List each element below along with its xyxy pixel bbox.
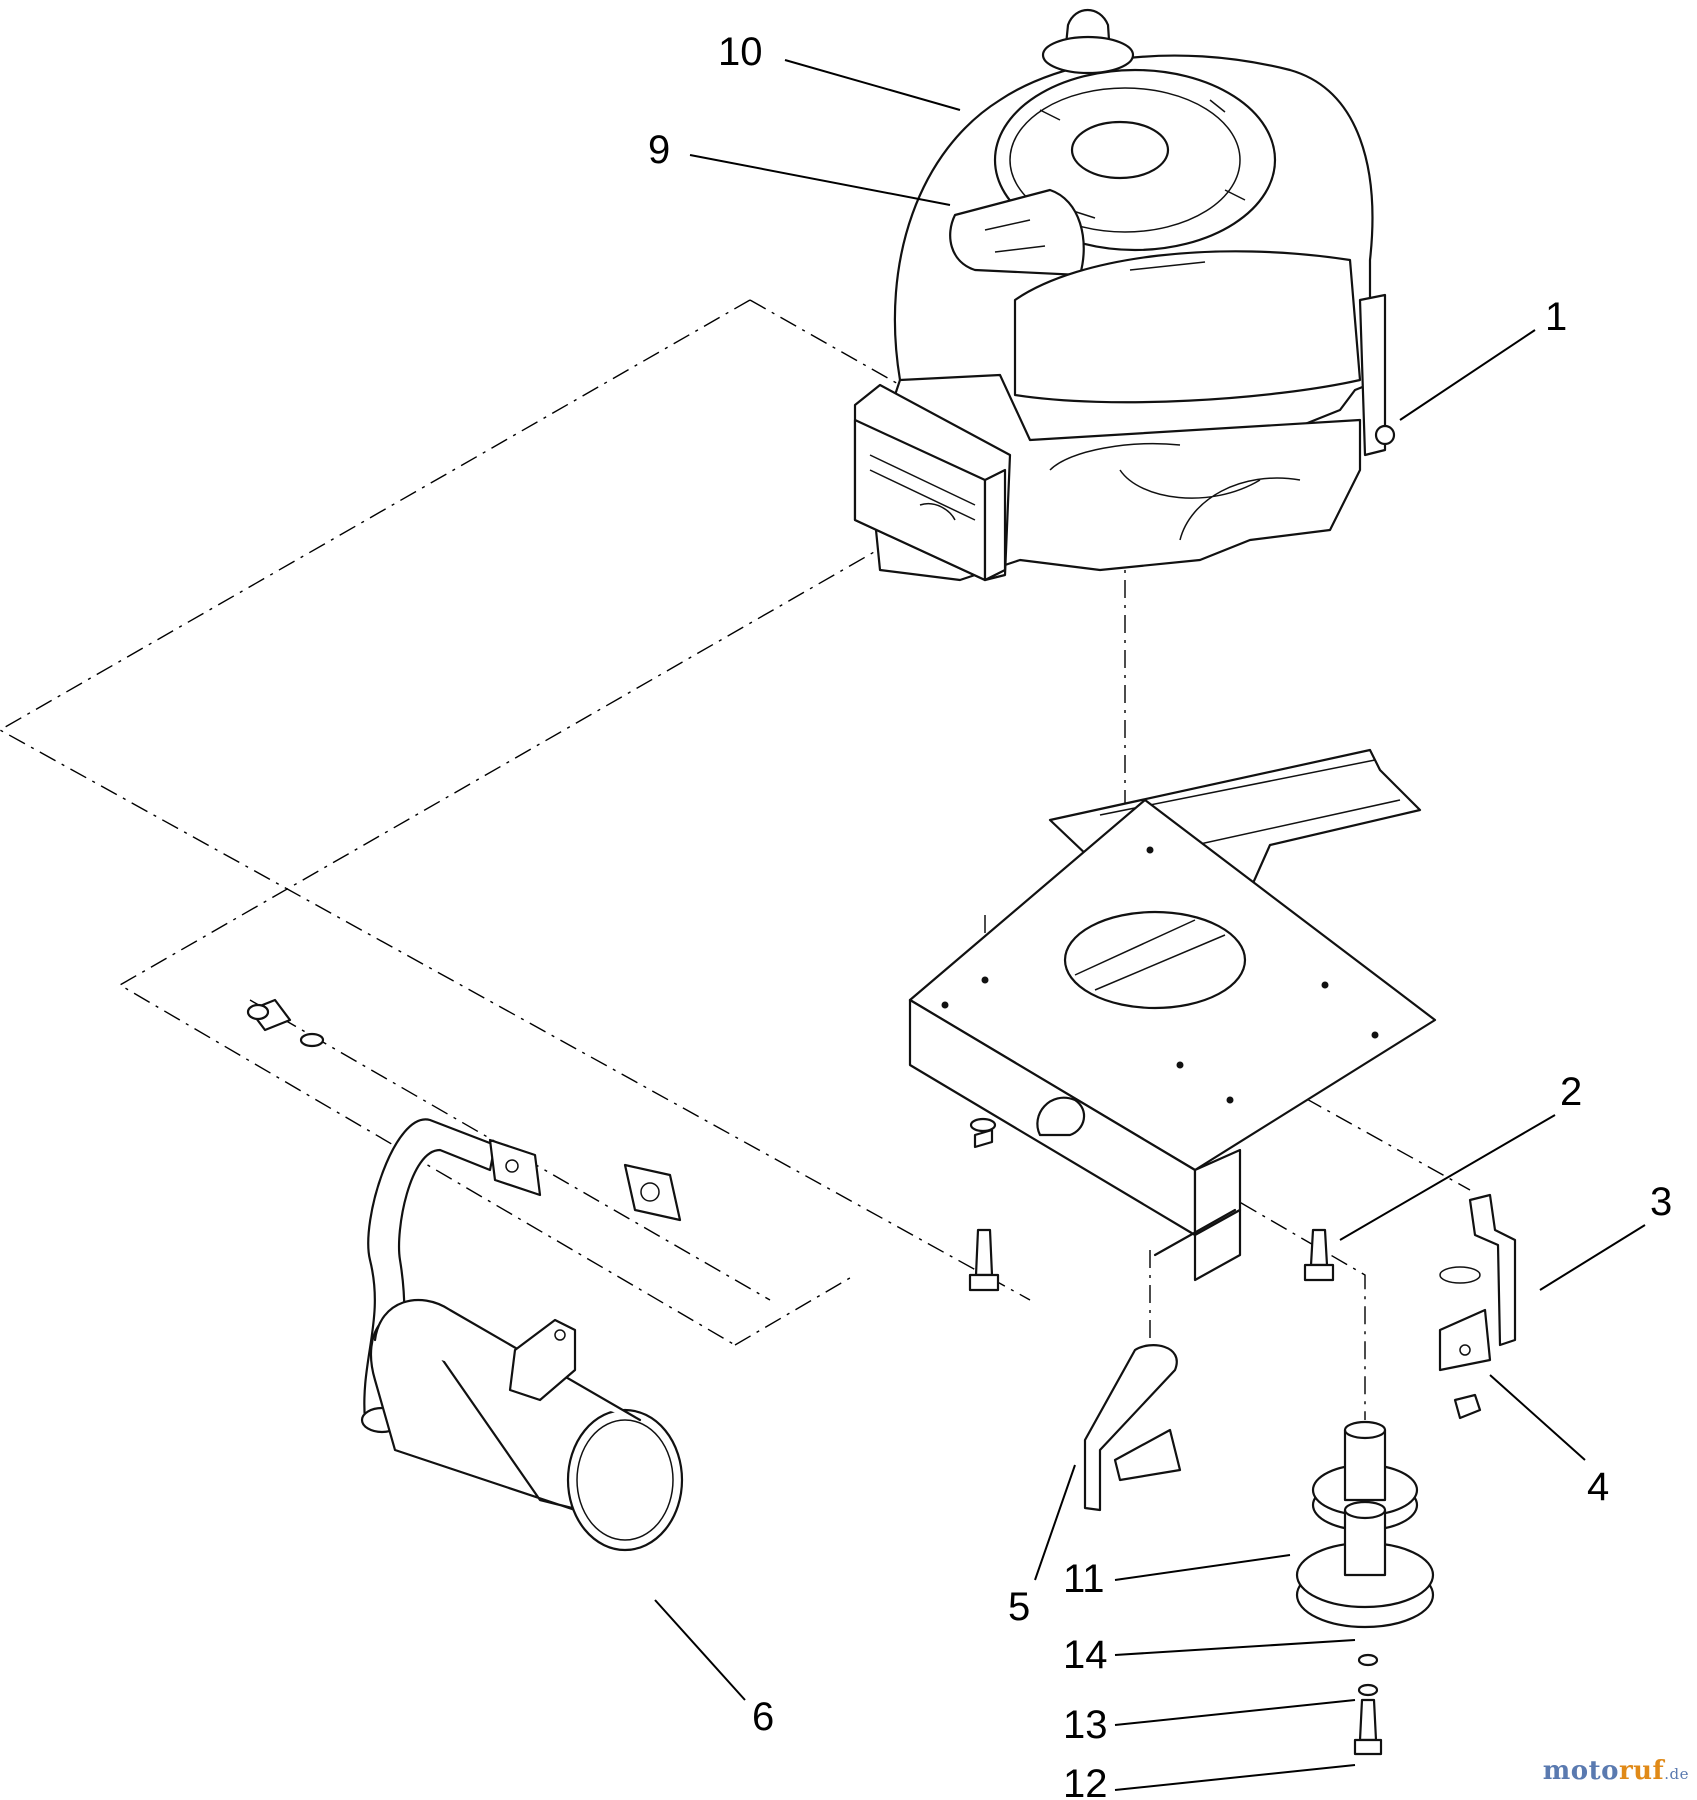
callout-1: 1 xyxy=(1545,295,1567,339)
belt-guide-bracket xyxy=(1083,1344,1182,1512)
callout-5: 5 xyxy=(1008,1585,1030,1629)
callout-6: 6 xyxy=(752,1695,774,1739)
watermark-part2: ruf xyxy=(1618,1756,1665,1786)
engine-mount-plate xyxy=(908,748,1437,1282)
callout-9: 9 xyxy=(648,128,670,172)
engine-assembly xyxy=(853,9,1396,582)
watermark-part1: moto xyxy=(1542,1756,1619,1786)
callout-12: 12 xyxy=(1063,1762,1108,1800)
callout-11: 11 xyxy=(1063,1557,1105,1601)
callout-2: 2 xyxy=(1560,1070,1582,1114)
pulley-assembly xyxy=(1295,1420,1435,1756)
callout-3: 3 xyxy=(1650,1180,1672,1224)
watermark-logo: motoruf.de xyxy=(1543,1756,1689,1786)
watermark-suffix: .de xyxy=(1664,1765,1689,1783)
callout-labels: 10 9 1 2 3 4 5 6 11 14 13 12 xyxy=(648,30,1672,1800)
muffler-assembly xyxy=(246,998,684,1552)
callout-14: 14 xyxy=(1063,1633,1108,1677)
callout-4: 4 xyxy=(1587,1465,1609,1509)
callout-10: 10 xyxy=(718,30,763,74)
leader-lines xyxy=(654,59,1646,1791)
callout-13: 13 xyxy=(1063,1703,1108,1747)
plate-bolts xyxy=(968,1117,1335,1292)
idler-bracket xyxy=(1438,1193,1517,1420)
